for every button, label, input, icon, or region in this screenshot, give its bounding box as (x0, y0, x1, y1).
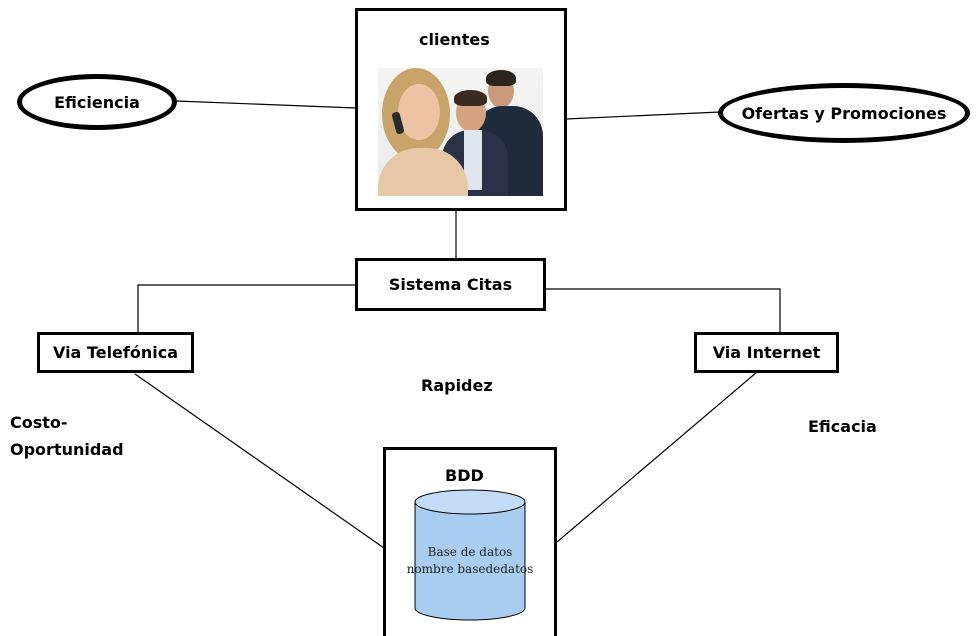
woman-face (398, 84, 440, 140)
line-clientes-ofertas (565, 111, 721, 120)
eficiencia-label: Eficiencia (54, 92, 140, 112)
woman-body (378, 148, 468, 196)
ofertas-promociones-node: Ofertas y Promociones (718, 83, 970, 143)
costo-label-line1: Costo- (10, 413, 68, 432)
line-internet-bdd (556, 371, 758, 543)
person-3-hair (486, 70, 516, 86)
ofertas-promociones-label: Ofertas y Promociones (741, 103, 947, 123)
person-2-shirt (464, 130, 482, 190)
sistema-citas-node: Sistema Citas (355, 258, 546, 311)
eficacia-label: Eficacia (808, 417, 877, 436)
cylinder-label-line2: nombre basededatos (406, 562, 534, 576)
line-sistema-telefonica (137, 284, 356, 333)
via-internet-node: Via Internet (694, 332, 839, 373)
line-eficiencia-clientes (175, 100, 357, 109)
via-internet-label: Via Internet (712, 343, 821, 362)
line-telefonica-bdd (134, 373, 385, 549)
line-sistema-internet (545, 288, 781, 333)
sistema-citas-label: Sistema Citas (388, 275, 513, 294)
bdd-title: BDD (445, 466, 484, 485)
person-2-hair (454, 90, 487, 106)
clientes-title: clientes (419, 30, 490, 49)
rapidez-label: Rapidez (421, 376, 493, 395)
clientes-photo (378, 68, 543, 196)
eficiencia-node: Eficiencia (17, 74, 177, 130)
costo-label-line2: Oportunidad (10, 440, 124, 459)
via-telefonica-node: Via Telefónica (37, 332, 194, 373)
via-telefonica-label: Via Telefónica (52, 343, 179, 362)
cylinder-label-line1: Base de datos (427, 545, 513, 559)
database-cylinder-icon (414, 489, 526, 621)
